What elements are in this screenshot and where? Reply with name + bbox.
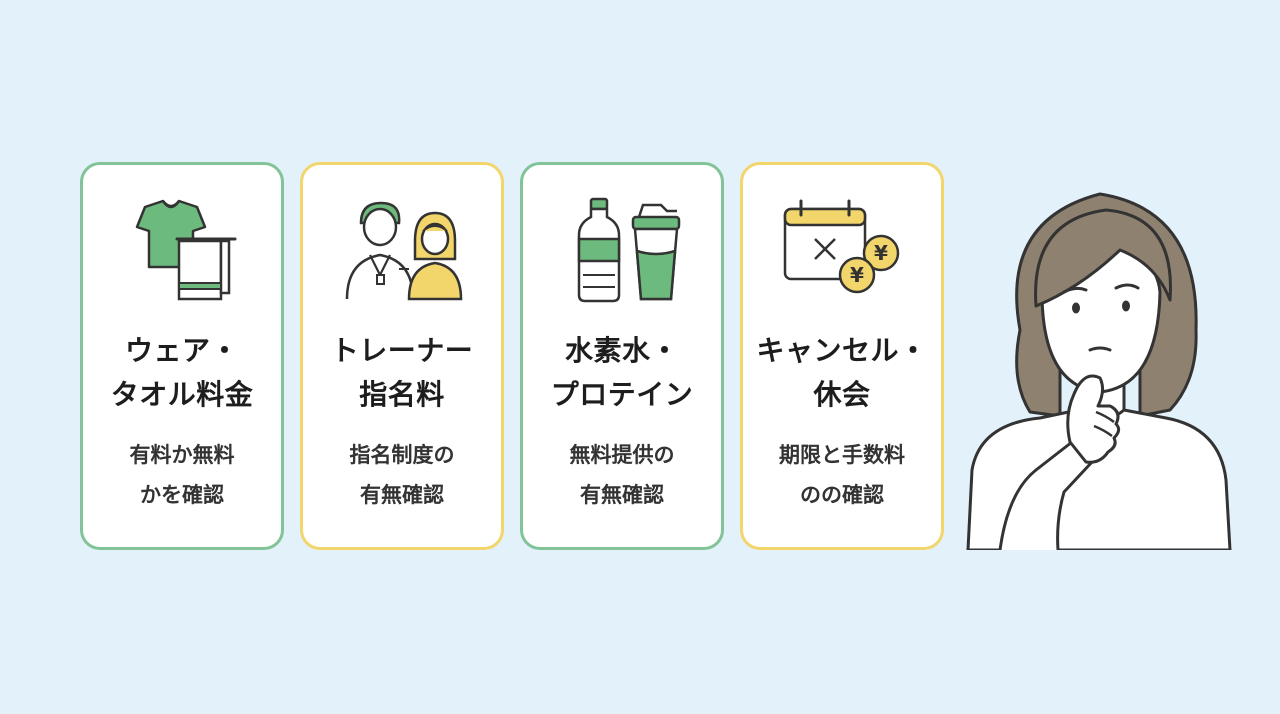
card-title: トレーナー 指名料 [330,334,474,411]
shirt-towel-icon [117,195,247,305]
card-title: キャンセル・ 休会 [756,334,928,411]
card-title: 水素水・ プロテイン [550,334,694,411]
cards-row: ウェア・ タオル料金 有料か無料 かを確認 トレーナー 指名料 指名制度の 有無… [80,162,944,550]
card-wear-towel: ウェア・ タオル料金 有料か無料 かを確認 [80,162,284,550]
card-description: 期限と手数料 のの確認 [779,443,905,507]
card-trainer-fee: トレーナー 指名料 指名制度の 有無確認 [300,162,504,550]
yen-symbol: ¥ [874,241,888,265]
bottle-shaker-icon [557,195,687,305]
card-description: 無料提供の 有無確認 [569,443,675,507]
yen-symbol: ¥ [850,263,864,287]
calendar-yen-icon: ¥ ¥ [777,195,907,305]
card-description: 指名制度の 有無確認 [349,443,455,507]
card-cancel-suspend: ¥ ¥ キャンセル・ 休会 期限と手数料 のの確認 [740,162,944,550]
card-water-protein: 水素水・ プロテイン 無料提供の 有無確認 [520,162,724,550]
thinking-woman-illustration [960,180,1240,552]
card-title: ウェア・ タオル料金 [110,334,254,411]
trainer-people-icon [337,195,467,305]
card-description: 有料か無料 かを確認 [129,443,235,507]
